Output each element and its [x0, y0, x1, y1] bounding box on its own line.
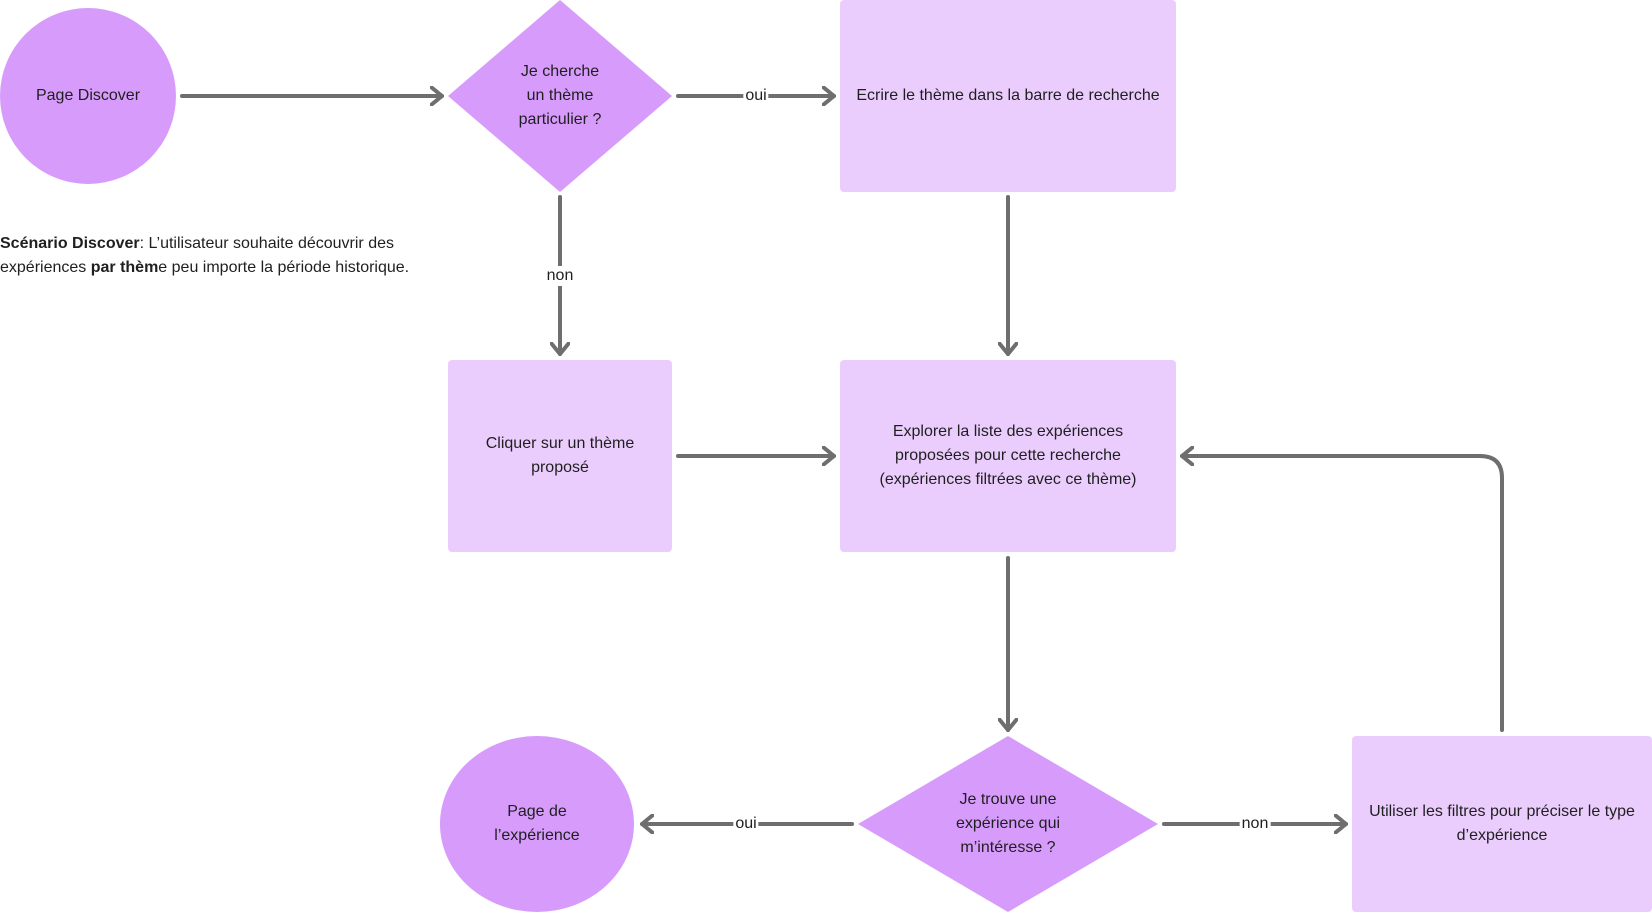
explore-list-label: Explorer la liste des expériences propos… [879, 423, 1137, 488]
use-filters-node: Utiliser les filtres pour préciser le ty… [1352, 736, 1652, 912]
edge-label-found-yes: oui [733, 814, 759, 834]
use-filters-label: Utiliser les filtres pour préciser le ty… [1369, 803, 1635, 844]
experience-page-label: Page de l’expérience [494, 803, 580, 844]
decision-found-label: Je trouve une expérience qui m’intéresse… [955, 791, 1061, 856]
experience-page-node: Page de l’expérience [440, 736, 634, 912]
scenario-note-emphasis: par thèm [90, 259, 159, 276]
decision-theme-node: Je cherche un thème particulier ? [448, 0, 672, 192]
decision-found-node: Je trouve une expérience qui m’intéresse… [858, 736, 1158, 912]
start-node: Page Discover [0, 8, 176, 184]
diamond-shape [858, 736, 1158, 912]
diamond-shape [448, 0, 672, 192]
scenario-note-title: Scénario Discover [0, 235, 140, 252]
search-bar-label: Ecrire le thème dans la barre de recherc… [856, 87, 1160, 104]
arrow-filters-to-explore [1180, 456, 1504, 732]
edge-label-theme-yes: oui [743, 86, 769, 106]
edge-label-found-no: non [1239, 814, 1271, 834]
explore-list-node: Explorer la liste des expériences propos… [840, 360, 1176, 552]
scenario-note-text-before: : L’utilisateur souhaite découvrir des e… [0, 235, 394, 276]
click-theme-node: Cliquer sur un thème proposé [448, 360, 672, 552]
start-node-label: Page Discover [35, 87, 141, 104]
scenario-note-text-after: e peu importe la période historique. [158, 259, 410, 276]
scenario-note: Scénario Discover: L’utilisateur souhait… [0, 232, 440, 280]
search-bar-node: Ecrire le thème dans la barre de recherc… [840, 0, 1176, 192]
edge-label-theme-no: non [544, 266, 576, 286]
click-theme-label: Cliquer sur un thème proposé [485, 435, 635, 476]
decision-theme-label: Je cherche un thème particulier ? [518, 63, 602, 128]
